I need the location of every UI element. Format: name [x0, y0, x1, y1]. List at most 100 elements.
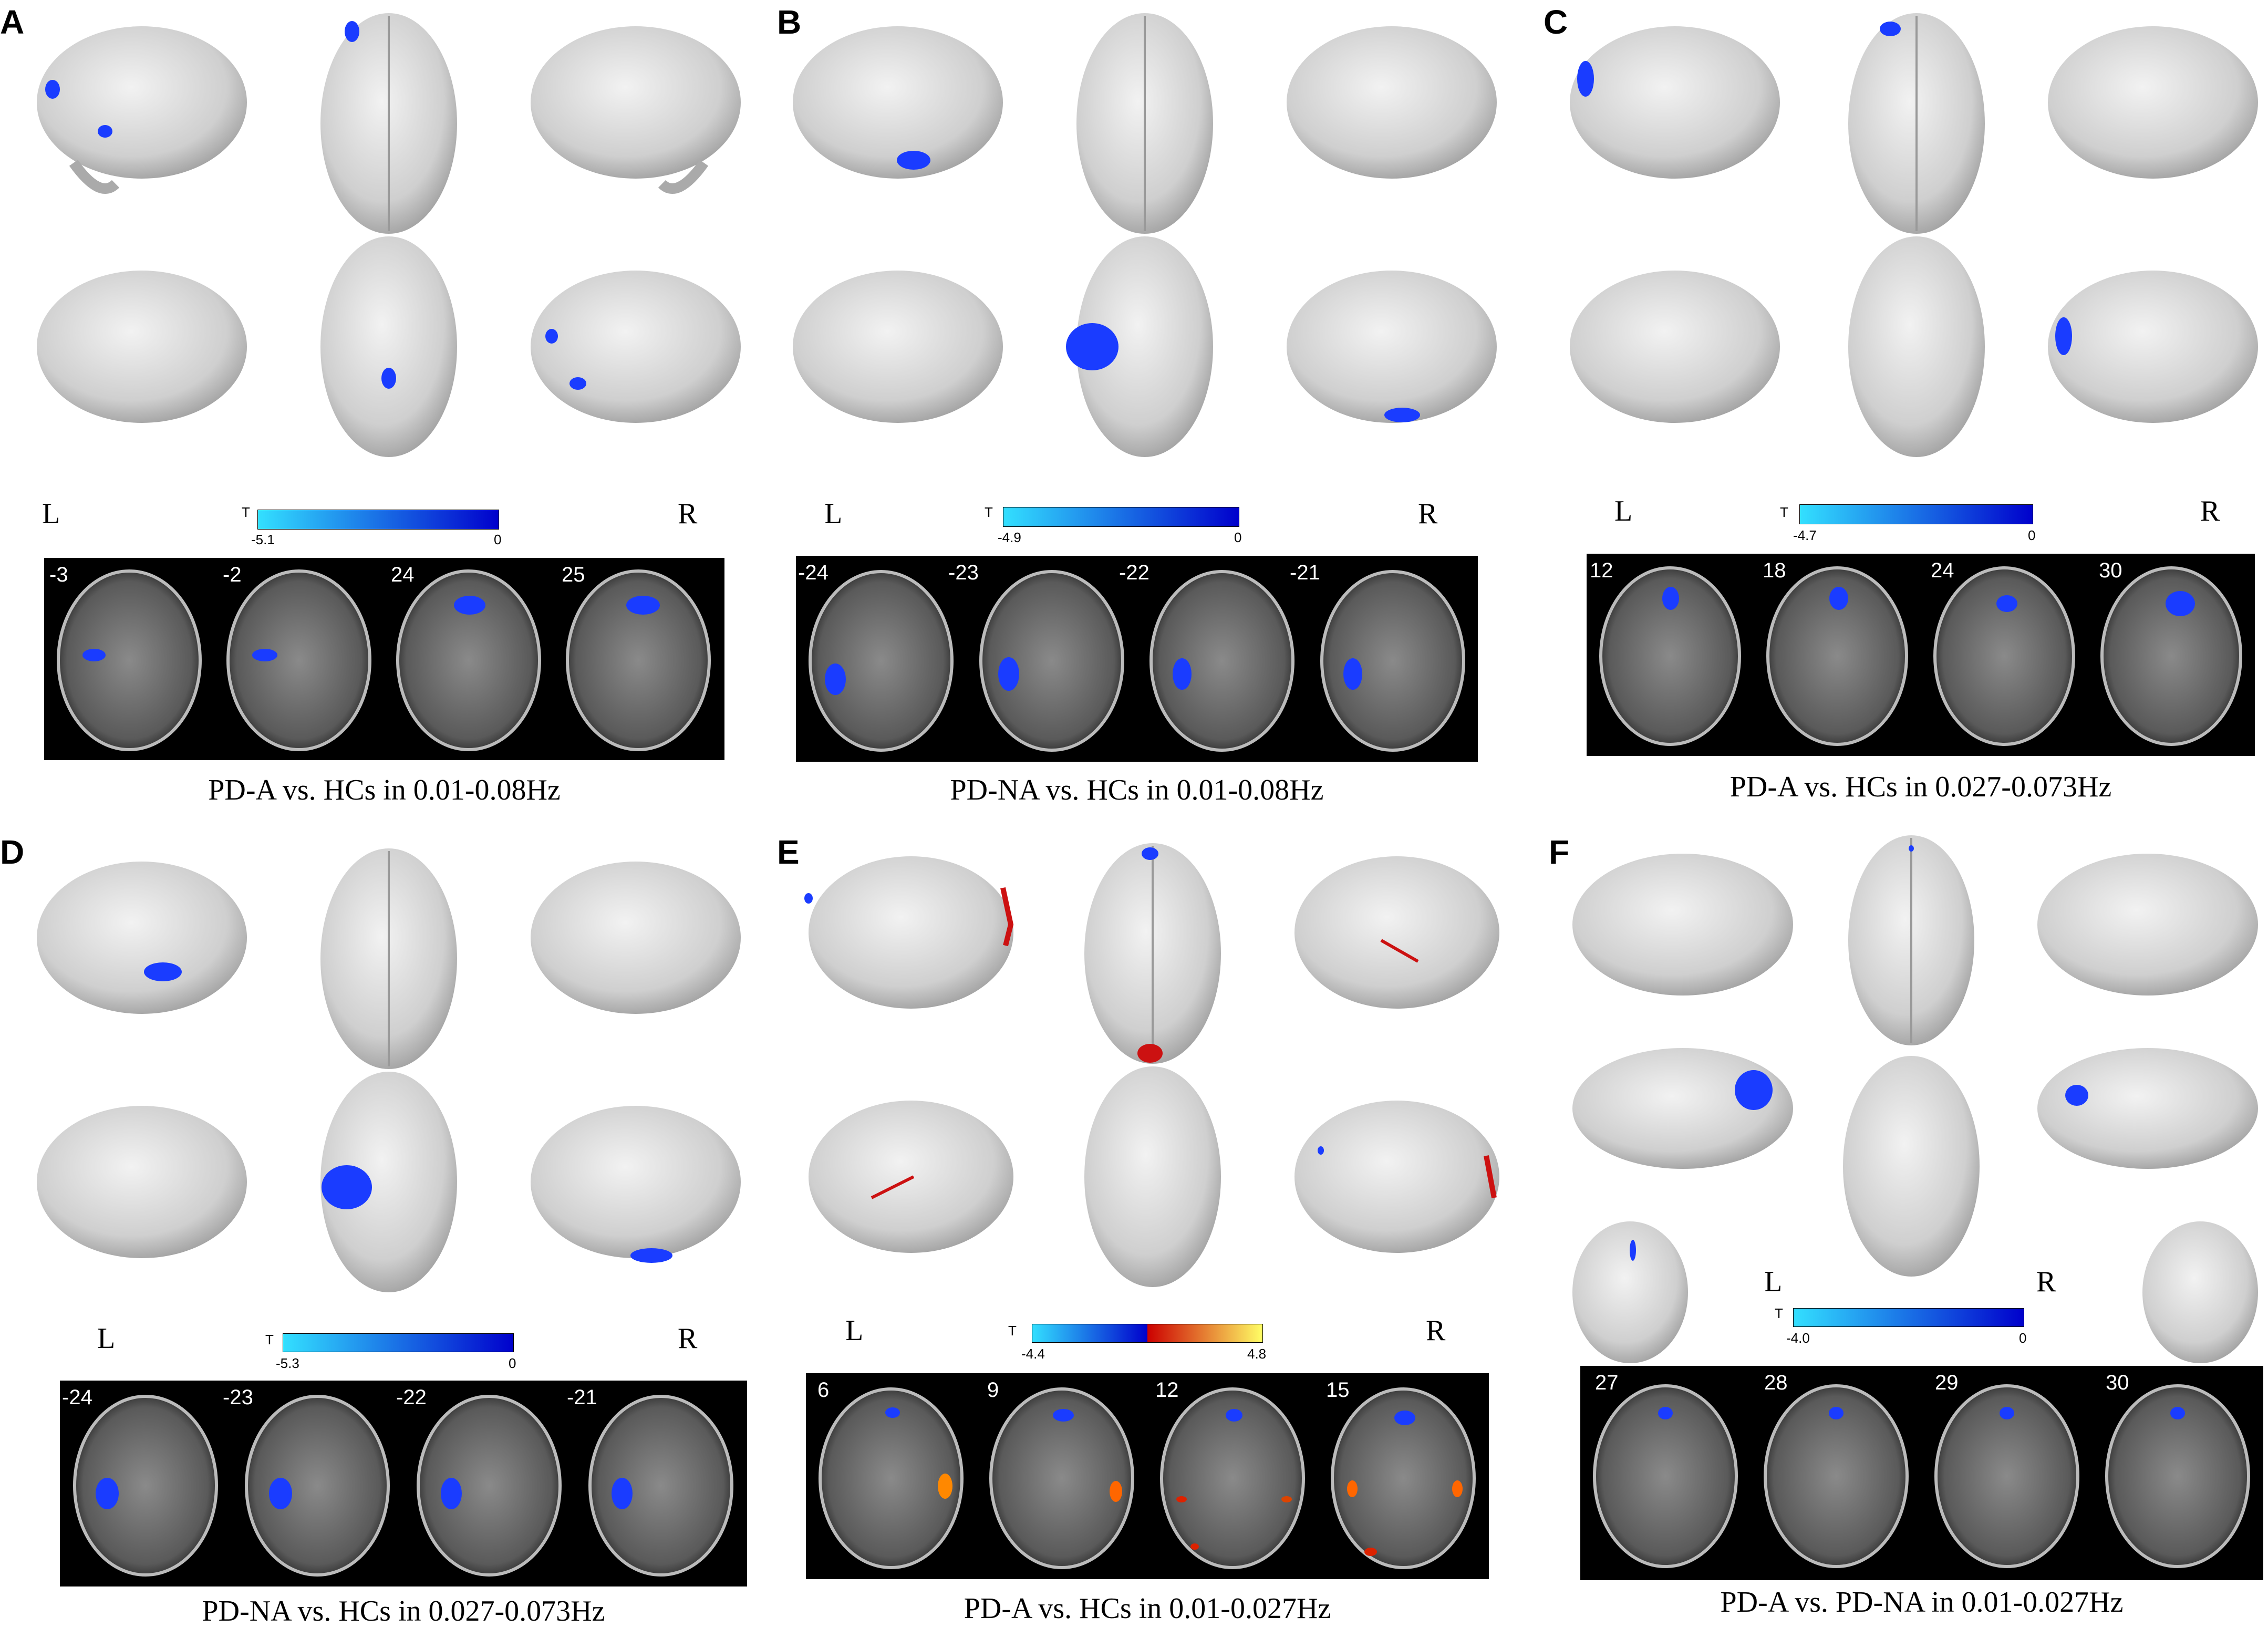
- slice-label: -23: [223, 1386, 253, 1409]
- panel-a: A L R T -5.1 0 -3 -2 24 25 PD-A vs. HCs …: [0, 0, 756, 813]
- axial-slice: [1160, 1387, 1305, 1569]
- axial-slices: [1599, 566, 2242, 746]
- brain-renderings: [1570, 13, 2258, 457]
- brain-bottom: [1084, 1066, 1221, 1287]
- slice-label: 18: [1763, 559, 1786, 582]
- brain-lateral-left: [37, 26, 247, 194]
- brain-medial-right: [1294, 1101, 1499, 1253]
- axial-slice: [1320, 570, 1465, 752]
- slice-label: 9: [987, 1378, 999, 1402]
- brain-top: [1084, 843, 1221, 1064]
- axial-slice: [417, 1395, 562, 1577]
- colorbar: [1032, 1324, 1263, 1343]
- brain-top: [1848, 13, 1985, 234]
- panel-letter: B: [777, 3, 802, 41]
- slice-label: 30: [2106, 1371, 2129, 1394]
- panel-caption: PD-NA vs. HCs in 0.01-0.08Hz: [950, 774, 1324, 806]
- left-label: L: [1764, 1266, 1783, 1298]
- panel-e: E L R T -4.4 4.8 6: [756, 820, 1512, 1626]
- axial-slice: [1933, 566, 2075, 746]
- panel-b: B L R T -4.9 0 -24 -23 -22 -21 PD-NA vs.…: [756, 0, 1512, 813]
- activation-clusters: [1577, 22, 2072, 355]
- colorbar-t-label: T: [1775, 1305, 1783, 1321]
- brain-medial-right: [2048, 271, 2258, 423]
- axial-slice: [57, 569, 202, 751]
- brain-top: [320, 848, 457, 1069]
- left-label: L: [42, 497, 60, 530]
- brain-renderings: [37, 13, 741, 457]
- slice-label: -3: [49, 563, 68, 586]
- slice-label: -23: [948, 561, 979, 584]
- colorbar-t-label: T: [265, 1332, 274, 1347]
- brain-medial-left: [37, 271, 247, 423]
- brain-lateral-left: [809, 856, 1013, 1009]
- activation-clusters: [1630, 845, 2088, 1261]
- right-label: R: [678, 1322, 698, 1355]
- brain-medial-left: [1572, 1048, 1793, 1169]
- brain-lateral-right: [531, 26, 741, 194]
- axial-slice: [1934, 1384, 2079, 1568]
- brain-medial-left: [793, 271, 1003, 423]
- slice-label: 24: [391, 563, 415, 586]
- axial-slices-strip: -24 -23 -22 -21: [796, 556, 1478, 762]
- brain-medial-left: [37, 1106, 247, 1258]
- panel-caption: PD-A vs. HCs in 0.01-0.027Hz: [964, 1592, 1331, 1625]
- brain-renderings: [804, 843, 1499, 1287]
- right-label: R: [678, 497, 698, 530]
- brain-medial-right: [2037, 1048, 2258, 1169]
- brain-renderings: [793, 13, 1497, 457]
- brain-top: [320, 13, 457, 234]
- brain-medial-right: [531, 1106, 741, 1258]
- colorbar-max: 4.8: [1247, 1346, 1267, 1362]
- slice-label: -24: [798, 561, 829, 584]
- colorbar: [1799, 504, 2033, 524]
- brain-top: [1076, 13, 1213, 234]
- panel-f: F L R T -4.0 0 27 28 29 30 PD-A vs. PD-N…: [1512, 820, 2268, 1626]
- axial-slices: [1593, 1384, 2250, 1568]
- axial-slice: [1599, 566, 1741, 746]
- brain-lateral-right: [531, 862, 741, 1014]
- slice-label: 29: [1935, 1371, 1959, 1394]
- axial-slice: [809, 570, 954, 752]
- brain-renderings: [1572, 835, 2258, 1363]
- left-label: L: [97, 1322, 116, 1355]
- panel-letter: D: [0, 833, 25, 871]
- axial-slice: [73, 1395, 218, 1577]
- colorbar-max: 0: [2028, 527, 2036, 543]
- brain-medial-right: [531, 271, 741, 423]
- colorbar-t-label: T: [1780, 504, 1788, 520]
- slice-label: 27: [1595, 1371, 1619, 1394]
- colorbar: [257, 510, 499, 530]
- colorbar-max: 0: [494, 532, 502, 547]
- slice-label: 30: [2099, 559, 2122, 582]
- colorbar-min: -4.0: [1786, 1330, 1810, 1346]
- axial-slice: [1593, 1384, 1738, 1568]
- colorbar-min: -4.7: [1793, 527, 1817, 543]
- brain-anterior: [1572, 1221, 1688, 1363]
- brain-bottom: [1076, 236, 1213, 457]
- left-label: L: [845, 1314, 864, 1347]
- brain-posterior: [2142, 1221, 2258, 1363]
- slice-label: -21: [567, 1386, 597, 1409]
- colorbar-min: -4.4: [1021, 1346, 1045, 1362]
- colorbar: [1003, 507, 1239, 527]
- colorbar-min: -4.9: [998, 530, 1021, 545]
- colorbar-t-label: T: [1008, 1323, 1017, 1339]
- axial-slice: [989, 1387, 1134, 1569]
- left-label: L: [1614, 495, 1633, 527]
- slice-label: 25: [562, 563, 585, 586]
- colorbar-max: 0: [509, 1355, 516, 1371]
- axial-slice: [566, 569, 711, 751]
- axial-slice: [396, 569, 541, 751]
- axial-slices: [57, 569, 711, 751]
- panel-letter: F: [1549, 833, 1570, 871]
- panel-caption: PD-A vs. PD-NA in 0.01-0.027Hz: [1720, 1586, 2124, 1619]
- brain-bottom: [320, 1072, 457, 1292]
- brain-lateral-right: [2048, 26, 2258, 179]
- colorbar-min: -5.1: [251, 532, 275, 547]
- brain-lateral-left: [1570, 26, 1780, 179]
- brain-top: [1848, 835, 1974, 1045]
- colorbar-max: 0: [1234, 530, 1242, 545]
- colorbar-t-label: T: [985, 504, 993, 520]
- axial-slice: [2100, 566, 2242, 746]
